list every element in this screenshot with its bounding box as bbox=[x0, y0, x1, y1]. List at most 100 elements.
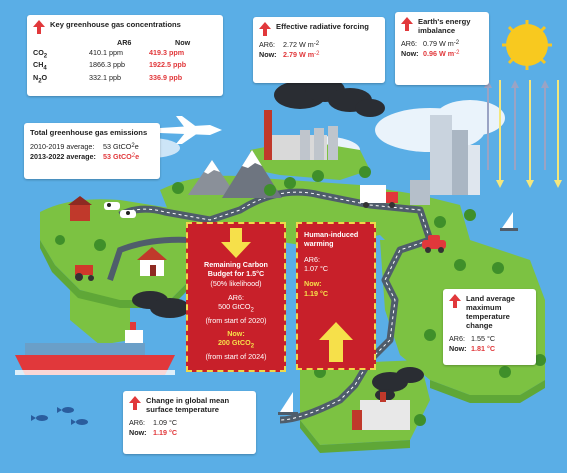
now-label: Now: bbox=[227, 329, 245, 339]
ar6-value: 1.09 °C bbox=[153, 418, 178, 428]
arrow-up-icon bbox=[401, 17, 413, 31]
ar6-note: (from start of 2020) bbox=[205, 315, 267, 325]
now-label: Now: bbox=[129, 427, 147, 437]
airplane-icon bbox=[160, 116, 222, 144]
unit-exponent: -2 bbox=[314, 50, 320, 57]
ghg-ar6-value: 332.1 ppb bbox=[89, 72, 121, 82]
col-header-ar6: AR6 bbox=[117, 38, 132, 47]
arrow-up-icon bbox=[33, 20, 45, 34]
ghg-row-ch4: CH4 1866.3 ppb 1922.5 ppb bbox=[33, 60, 217, 73]
ghg-now-value: 1922.5 ppb bbox=[149, 60, 187, 70]
ar6-label: AR6: bbox=[259, 40, 275, 49]
land-max-temp-title: Land average maximum temperature change bbox=[466, 294, 515, 331]
ar6-value: 2.72 W m bbox=[283, 40, 314, 49]
gas-label: CO bbox=[33, 47, 44, 57]
arrow-up-icon bbox=[129, 396, 141, 410]
gas-label-tail: O bbox=[41, 72, 48, 82]
human-warming-box: Human-induced warming AR6: 1.07 °C Now: … bbox=[296, 222, 376, 370]
now-value: 200 GtCO bbox=[217, 338, 251, 348]
ar6-value: 0.79 W m bbox=[423, 39, 454, 49]
ar6-value: 1.07 °C bbox=[304, 264, 329, 274]
now-value: 1.81 °C bbox=[471, 344, 496, 354]
now-value: 0.96 W m bbox=[423, 48, 455, 58]
car-icon bbox=[422, 235, 446, 253]
arrow-up-icon bbox=[259, 22, 271, 36]
col-header-now: Now bbox=[175, 38, 191, 47]
carbon-budget-title-2: Budget for 1.5°C bbox=[207, 269, 265, 279]
gas-subscript: 2 bbox=[38, 78, 42, 85]
truck-icon bbox=[360, 185, 398, 208]
unit-exponent: -2 bbox=[453, 40, 460, 47]
ar6-label: AR6: bbox=[449, 334, 465, 344]
ghg-now-value: 336.9 ppb bbox=[149, 72, 183, 82]
ghg-concentrations-title: Key greenhouse gas concentrations bbox=[50, 20, 181, 29]
total-emissions-card: Total greenhouse gas emissions 2010-2019… bbox=[24, 123, 160, 179]
total-emissions-title: Total greenhouse gas emissions bbox=[30, 128, 148, 137]
gas-subscript: 2 bbox=[43, 53, 48, 60]
ar6-value: 500 GtCO bbox=[218, 302, 251, 312]
value-tail: e bbox=[135, 151, 140, 161]
now-value: 1.19 °C bbox=[304, 288, 329, 298]
global-mean-temp-card: Change in global mean surface temperatur… bbox=[123, 391, 256, 454]
fish-icon bbox=[31, 407, 88, 425]
now-value: 2.79 W m bbox=[283, 49, 315, 59]
value-subscript: 2 bbox=[131, 152, 136, 159]
human-warming-title-2: warming bbox=[304, 239, 334, 249]
smoke-clouds bbox=[132, 78, 424, 401]
power-plant-icon bbox=[352, 392, 410, 430]
ghg-ar6-value: 410.1 ppm bbox=[89, 47, 123, 57]
ar6-label: AR6: bbox=[401, 39, 417, 49]
ar6-label: AR6: bbox=[129, 418, 145, 428]
ghg-concentrations-card: Key greenhouse gas concentrations AR6 No… bbox=[27, 15, 223, 96]
radiative-forcing-card: Effective radiative forcing AR6: 2.72 W m… bbox=[253, 17, 385, 83]
now-label: Now: bbox=[259, 49, 277, 59]
human-warming-title-1: Human-induced bbox=[304, 230, 359, 239]
radiative-forcing-title: Effective radiative forcing bbox=[276, 22, 369, 31]
now-label: Now: bbox=[449, 344, 467, 354]
emissions-period-label: 2013-2022 average: bbox=[30, 151, 96, 161]
land-max-temp-card: Land average maximum temperature change … bbox=[443, 289, 536, 365]
emissions-value: 53 GtCO bbox=[103, 151, 132, 161]
ghg-row-n2o: N2O 332.1 ppb 336.9 ppb bbox=[33, 73, 217, 86]
cows-icon bbox=[104, 202, 136, 218]
emissions-period-label: 2010-2019 average: bbox=[30, 142, 95, 152]
unit-exponent: -2 bbox=[454, 49, 460, 56]
arrow-up-icon bbox=[319, 322, 353, 362]
carbon-budget-title-1: Remaining Carbon bbox=[204, 260, 268, 269]
ar6-label: AR6: bbox=[228, 293, 244, 303]
unit-exponent: -2 bbox=[313, 41, 320, 47]
value-subscript: 2 bbox=[250, 307, 254, 314]
carbon-budget-box: Remaining Carbon Budget for 1.5°C (50% l… bbox=[186, 222, 286, 372]
value-subscript: 2 bbox=[250, 343, 255, 350]
sun-icon bbox=[502, 20, 552, 70]
gas-label: CH bbox=[33, 60, 44, 70]
energy-imbalance-card: Earth's energy imbalance AR6:0.79 W m-2 … bbox=[395, 12, 489, 85]
gas-subscript: 4 bbox=[43, 65, 47, 72]
arrow-down-icon bbox=[221, 228, 251, 258]
emissions-value: 53 GtCO bbox=[103, 142, 132, 152]
radiation-arrows bbox=[484, 80, 562, 188]
now-note: (from start of 2024) bbox=[205, 351, 267, 361]
now-value: 1.19 °C bbox=[153, 427, 178, 437]
gas-label: N bbox=[33, 72, 39, 82]
value-subscript: 2 bbox=[131, 143, 135, 150]
global-mean-temp-title: Change in global mean surface temperatur… bbox=[146, 396, 230, 415]
carbon-budget-likelihood: (50% likelihood) bbox=[210, 278, 262, 288]
now-label: Now: bbox=[304, 279, 322, 289]
ghg-now-value: 419.3 ppm bbox=[149, 47, 185, 57]
cargo-ship-icon bbox=[15, 322, 175, 375]
factory-icon bbox=[264, 110, 338, 160]
arrow-up-icon bbox=[449, 294, 461, 308]
now-label: Now: bbox=[401, 48, 419, 58]
value-tail: e bbox=[134, 142, 139, 152]
energy-imbalance-title: Earth's energy imbalance bbox=[418, 17, 471, 36]
sailboat-icon bbox=[278, 212, 518, 415]
ar6-label: AR6: bbox=[304, 254, 320, 264]
ghg-row-co2: CO2 410.1 ppm 419.3 ppm bbox=[33, 48, 217, 61]
land-shadow bbox=[40, 240, 545, 453]
farm-buildings bbox=[68, 196, 167, 281]
city-buildings bbox=[410, 115, 480, 205]
ghg-ar6-value: 1866.3 ppb bbox=[89, 60, 125, 70]
